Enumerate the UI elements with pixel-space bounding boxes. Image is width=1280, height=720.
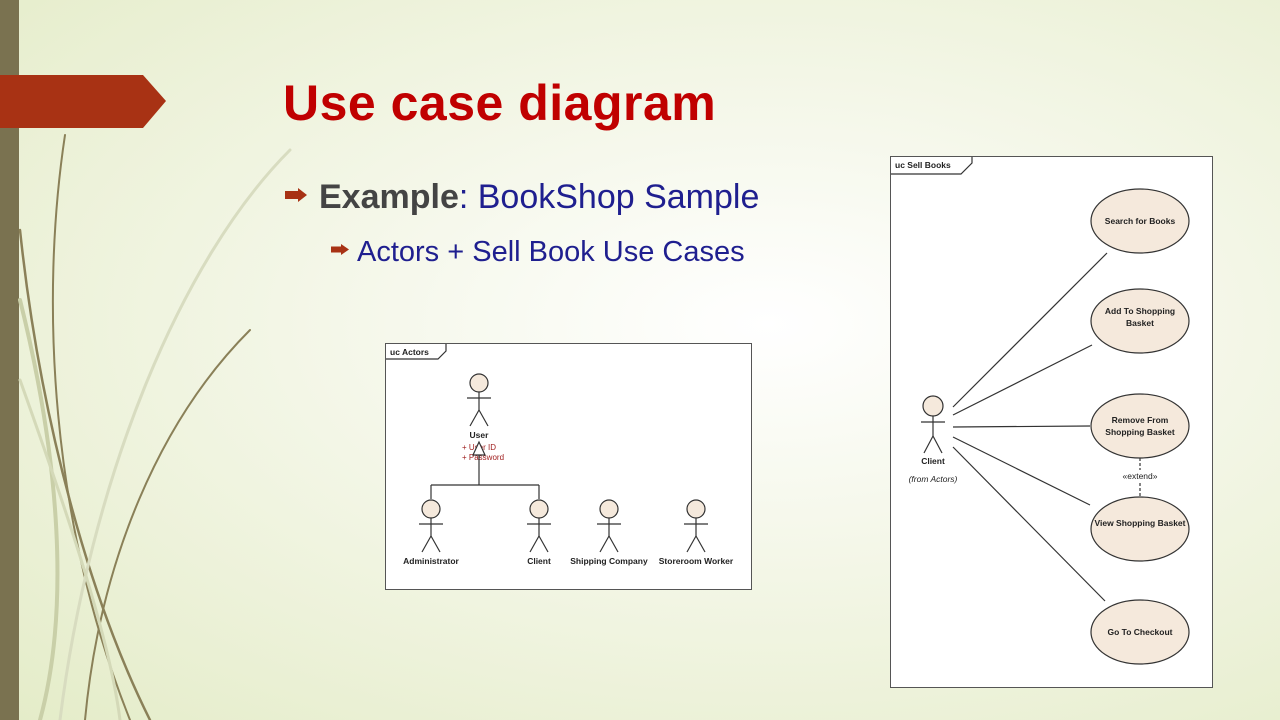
actor-shipping-company-label: Shipping Company bbox=[570, 556, 648, 566]
actor-storeroom-worker-label: Storeroom Worker bbox=[659, 556, 734, 566]
use-case-add-label: Add To Shopping Basket bbox=[1104, 306, 1176, 328]
left-sidebar-bar bbox=[0, 0, 19, 720]
bullet-example-text: : BookShop Sample bbox=[458, 178, 760, 216]
extend-label: «extend» bbox=[1123, 471, 1158, 481]
actor-user-label: User bbox=[470, 430, 490, 440]
slide-title: Use case diagram bbox=[283, 75, 717, 131]
user-attribute-password: + Password bbox=[462, 453, 504, 462]
client-actor-label: Client bbox=[921, 456, 945, 466]
use-case-search-label: Search for Books bbox=[1105, 216, 1176, 226]
sell-books-diagram-canvas: uc Sell Books Client (from Actors) Searc… bbox=[891, 157, 1190, 665]
use-case-remove-label: Remove From Shopping Basket bbox=[1105, 415, 1175, 437]
bullet-actors: Actors + Sell Book Use Cases bbox=[331, 236, 745, 269]
actors-diagram: uc Actors User + User ID + Password Admi… bbox=[385, 343, 752, 590]
use-case-view-shopping-basket: View Shopping Basket bbox=[1090, 496, 1190, 562]
decorative-curves bbox=[18, 134, 292, 720]
actors-diagram-canvas: uc Actors User + User ID + Password Admi… bbox=[386, 344, 734, 566]
actor-storeroom-worker: Storeroom Worker bbox=[659, 499, 734, 566]
use-case-go-to-checkout: Go To Checkout bbox=[1090, 599, 1190, 665]
actor-administrator: Administrator bbox=[403, 499, 460, 566]
generalization-connector bbox=[430, 440, 540, 499]
sell-books-diagram: uc Sell Books Client (from Actors) Searc… bbox=[890, 156, 1213, 688]
actor-shipping-company: Shipping Company bbox=[570, 499, 648, 566]
sell-books-frame-label: uc Sell Books bbox=[895, 160, 951, 170]
bullet-example-bold: Example bbox=[319, 178, 459, 216]
bullet-actors-text: Actors + Sell Book Use Cases bbox=[357, 236, 745, 268]
use-case-view-label: View Shopping Basket bbox=[1094, 518, 1186, 528]
actor-user: User bbox=[467, 373, 491, 440]
title-accent-arrow bbox=[0, 75, 166, 128]
use-case-search-for-books: Search for Books bbox=[1090, 188, 1190, 254]
actors-frame-label: uc Actors bbox=[390, 347, 429, 357]
association-lines bbox=[952, 252, 1108, 602]
actor-client-label: Client bbox=[527, 556, 551, 566]
bullet-example: Example: BookShop Sample bbox=[285, 178, 759, 217]
actor-client: Client bbox=[527, 499, 551, 566]
actor-administrator-label: Administrator bbox=[403, 556, 459, 566]
client-actor-note: (from Actors) bbox=[909, 474, 958, 484]
use-case-checkout-label: Go To Checkout bbox=[1107, 627, 1172, 637]
use-case-remove-from-shopping-basket: Remove From Shopping Basket bbox=[1090, 393, 1190, 459]
bullet-arrow-icon bbox=[285, 188, 307, 203]
bullet-arrow-icon bbox=[331, 243, 349, 255]
actor-client: Client (from Actors) bbox=[909, 395, 958, 484]
use-case-add-to-shopping-basket: Add To Shopping Basket bbox=[1090, 288, 1190, 354]
